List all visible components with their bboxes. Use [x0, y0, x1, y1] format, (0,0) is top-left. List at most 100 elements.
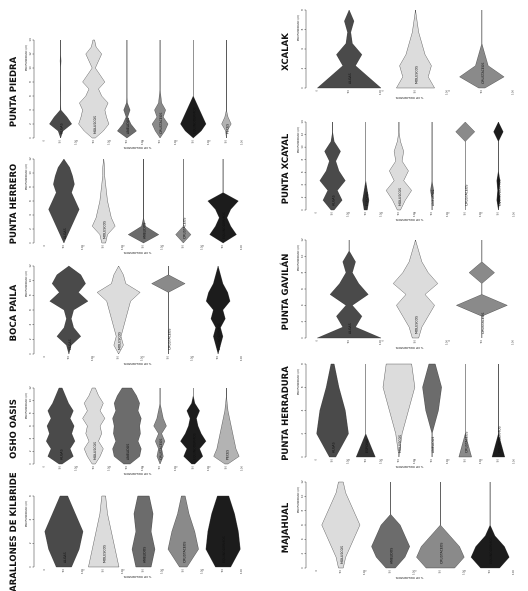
percent-tick-label: 50 — [338, 570, 342, 574]
percent-tick-label: 100 — [378, 90, 382, 95]
percent-tick-label: 50 — [388, 570, 392, 574]
percent-tick-label: 0 — [314, 90, 318, 92]
depth-tick-label: 2 — [300, 433, 304, 435]
percent-tick-label: 50 — [462, 212, 466, 216]
depth-tick-label: 6 — [28, 95, 32, 97]
percent-tick-label: 100 — [140, 140, 144, 145]
kite-shape — [422, 363, 442, 457]
depth-tick-label: 0 — [28, 242, 32, 244]
percent-tick-label: 0 — [380, 212, 384, 214]
taxon-label: EQUINODERMOS — [497, 179, 501, 206]
percent-tick-label: 0 — [42, 245, 46, 247]
kite-shape — [96, 265, 141, 355]
kite-shape — [455, 240, 508, 338]
percent-tick-label: 50 — [396, 212, 400, 216]
percent-tick-label: 100 — [378, 340, 382, 345]
percent-tick-label: 100 — [160, 569, 164, 574]
depth-tick-label: 10 — [300, 145, 304, 149]
kite-shape — [180, 40, 207, 139]
depth-tick-label: 6 — [300, 28, 304, 30]
percent-tick-label: 0 — [82, 569, 86, 571]
kite-shape — [470, 482, 510, 569]
depth-tick-label: 2 — [300, 552, 304, 554]
percent-tick-label: 50 — [58, 140, 62, 144]
percent-tick-label: 0 — [347, 459, 351, 461]
taxon-label: CRUSTACEOS — [439, 543, 443, 564]
percent-tick-label: 50 — [66, 356, 70, 360]
percent-tick-label: 50 — [346, 340, 350, 344]
percent-tick-label: 0 — [314, 570, 318, 572]
depth-tick-label: 6 — [28, 200, 32, 202]
kite-shape — [317, 240, 382, 339]
taxon-label: ALGAS — [63, 228, 67, 239]
depth-tick-label: 6 — [28, 425, 32, 427]
depth-tick-label: 6 — [28, 309, 32, 311]
percent-tick-label: 0 — [463, 570, 467, 572]
taxon-label: EQUINODERMOS — [192, 433, 196, 460]
percent-tick-label: 0 — [108, 140, 112, 142]
kite-shape — [385, 122, 412, 211]
taxon-label: ALGAS — [68, 339, 72, 350]
taxon-label: CRUSTACEOS — [182, 218, 186, 239]
kite-shape — [458, 364, 472, 458]
site-title: MAJAHUAL — [281, 502, 291, 553]
percent-tick-label: 100 — [107, 466, 111, 471]
percent-tick-label: 0 — [141, 466, 145, 468]
depth-tick-label: 10 — [300, 494, 304, 498]
percent-tick-label: 50 — [190, 140, 194, 144]
kite-shape — [319, 122, 346, 211]
depth-tick-label: 12 — [300, 238, 304, 242]
depth-axis-label: PROFUNDIDAD (m) — [24, 45, 28, 72]
kite-shape — [92, 158, 116, 244]
depth-tick-label: 12 — [28, 264, 32, 268]
percent-tick-label: 0 — [207, 466, 211, 468]
taxon-label: ALGAS — [60, 449, 64, 460]
percent-tick-label: 100 — [120, 245, 124, 250]
percent-tick-label: 0 — [479, 212, 483, 214]
percent-tick-label: 0 — [446, 212, 450, 214]
percent-tick-label: 100 — [239, 569, 243, 574]
taxon-label: ANELIDOS — [390, 548, 394, 564]
x-axis-label: % DE ORGANISMOS — [123, 575, 151, 579]
x-axis-label: % DE ORGANISMOS — [395, 346, 423, 350]
site-title: OSHO OASIS — [9, 399, 19, 459]
percent-tick-label: 0 — [314, 212, 318, 214]
taxon-label: MOLUSCOS — [93, 442, 97, 460]
percent-tick-label: 0 — [82, 245, 86, 247]
percent-tick-label: 0 — [92, 356, 96, 358]
kite-shape — [112, 387, 142, 465]
depth-tick-label: 8 — [300, 159, 304, 161]
site-title: FARALLONES DE KILBRIDE — [9, 472, 19, 591]
percent-tick-label: 0 — [314, 459, 318, 461]
depth-tick-label: 2 — [28, 123, 32, 125]
percent-tick-label: 100 — [239, 140, 243, 145]
kite-shape — [316, 9, 382, 89]
depth-tick-label: 10 — [28, 399, 32, 403]
x-axis-label: % DE ORGANISMOS — [123, 472, 151, 476]
depth-tick-label: 4 — [300, 538, 304, 540]
depth-tick-label: 8 — [300, 271, 304, 273]
x-axis-label: % DE ORGANISMOS — [395, 465, 423, 469]
percent-tick-label: 50 — [495, 212, 499, 216]
taxon-label: CRUSTACEOS — [167, 329, 171, 350]
depth-tick-label: 0 — [28, 137, 32, 139]
depth-tick-label: 8 — [28, 81, 32, 83]
percent-tick-label: 100 — [511, 340, 515, 345]
percent-tick-label: 100 — [189, 356, 193, 361]
kite-shape — [49, 265, 89, 355]
percent-tick-label: 100 — [511, 570, 515, 575]
percent-tick-label: 100 — [379, 459, 383, 464]
kite-shape — [392, 239, 439, 339]
percent-tick-label: 100 — [140, 466, 144, 471]
taxon-label: CRUSTACEOS — [464, 432, 468, 453]
percent-tick-label: 0 — [413, 459, 417, 461]
percent-tick-label: 100 — [346, 212, 350, 217]
percent-tick-label: 50 — [58, 466, 62, 470]
kite-shape — [221, 40, 232, 139]
depth-tick-label: 6 — [300, 288, 304, 290]
percent-tick-label: 100 — [362, 570, 366, 575]
